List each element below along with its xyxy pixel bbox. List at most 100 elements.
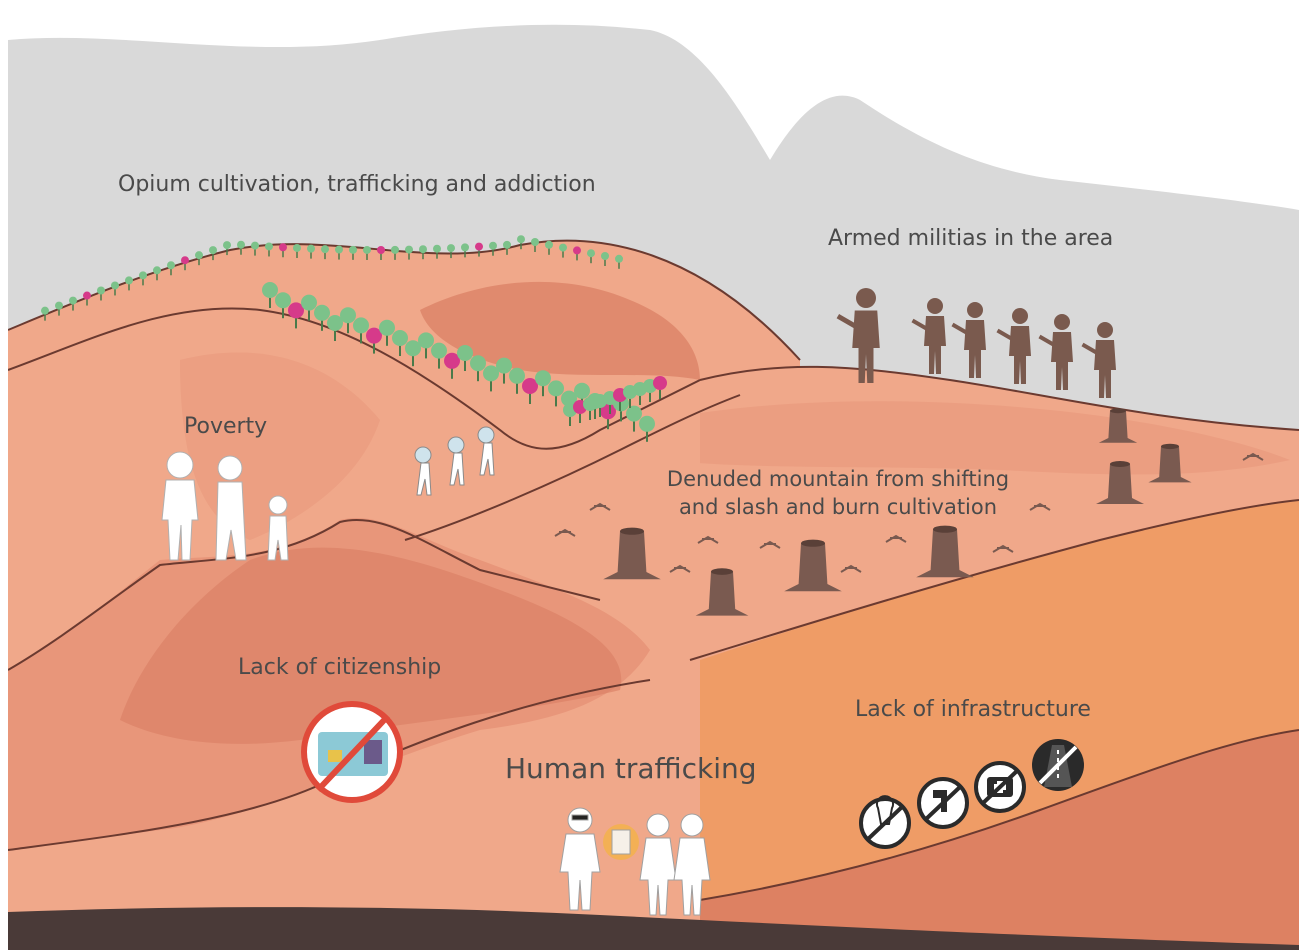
poppy-icon — [509, 367, 525, 394]
denuded-label-line2: and slash and burn cultivation — [678, 495, 998, 519]
soldier-icon — [911, 298, 946, 374]
grass-tuft — [1029, 502, 1051, 511]
trafficking-label: Human trafficking — [505, 752, 757, 785]
soldier-icon — [996, 308, 1031, 384]
militias-label: Armed militias in the area — [828, 226, 1114, 251]
poppy-icon — [444, 352, 460, 379]
poppy-icon — [363, 245, 371, 260]
poppy-icon — [470, 355, 486, 382]
tree-stump-icon — [784, 539, 842, 592]
poppy-icon — [639, 415, 655, 442]
grass-tuft — [554, 528, 576, 537]
poppy-icon — [405, 340, 421, 367]
poppy-icon — [600, 403, 616, 430]
grass-tuft — [840, 564, 862, 573]
soldier-icon — [951, 302, 986, 378]
poppy-icon — [181, 256, 189, 271]
poppy-icon — [405, 245, 413, 260]
poppy-icon — [265, 242, 273, 257]
poppy-icon — [288, 302, 304, 329]
porter-icon — [414, 426, 495, 496]
poppy-icon — [97, 286, 105, 301]
poppy-icon — [279, 243, 287, 258]
poppy-icon — [545, 240, 553, 255]
poppy-icon — [125, 276, 133, 291]
poppy-icon — [301, 294, 317, 321]
tree-stump-icon — [695, 568, 749, 616]
poppy-icon — [615, 254, 623, 269]
tree-stump-icon — [1096, 461, 1144, 504]
grass-tuft — [589, 502, 611, 511]
lower-right-hill — [700, 730, 1299, 950]
tree-stump-icon — [916, 525, 974, 578]
poppy-icon — [503, 240, 511, 255]
citizenship-label: Lack of citizenship — [238, 655, 442, 680]
opium-hill-shade — [420, 281, 700, 380]
poppy-icon — [195, 251, 203, 266]
poppy-icon — [531, 238, 539, 252]
poppy-icon — [535, 370, 551, 397]
poppy-icon — [353, 317, 369, 344]
poppy-icon — [307, 244, 315, 259]
poppy-icon — [601, 252, 609, 266]
poppy-icon — [461, 243, 469, 258]
soldier-icon — [1038, 314, 1073, 390]
no-medical-kit-icon — [974, 761, 1026, 813]
family-icon — [161, 451, 289, 561]
no-lightbulb-icon — [859, 795, 911, 849]
grass-tuft — [759, 540, 781, 549]
poppy-icon — [475, 242, 483, 257]
poppy-icon — [626, 405, 642, 432]
infrastructure-label: Lack of infrastructure — [855, 697, 1091, 722]
poppy-icon — [522, 378, 538, 404]
poppy-icon — [431, 342, 447, 369]
poppy-icon — [153, 266, 161, 281]
poppy-icon — [489, 241, 497, 256]
denuded-label: Denuded mountain from shifting and slash… — [658, 465, 1018, 521]
poppy-icon — [209, 246, 217, 261]
poppy-icon — [111, 281, 119, 296]
poppy-icon — [418, 332, 434, 359]
trafficker-icon — [559, 807, 639, 911]
poppy-icon — [314, 304, 330, 331]
poppy-icon — [83, 291, 91, 306]
poppy-icon — [587, 249, 595, 264]
grass-tuft — [1242, 452, 1264, 461]
no-water-tap-icon — [917, 777, 969, 829]
poppy-icon — [392, 330, 408, 356]
poppy-icon — [340, 307, 356, 334]
poppy-icon — [69, 296, 77, 311]
poppy-icon — [293, 243, 301, 258]
poppy-icon — [379, 319, 395, 346]
poppy-icon — [457, 345, 473, 371]
grass-tuft — [885, 534, 907, 543]
poppy-icon — [335, 245, 343, 260]
poppy-icon — [419, 245, 427, 260]
victims-icon — [639, 813, 711, 916]
poppy-icon — [653, 376, 667, 399]
poppy-icon — [251, 241, 259, 256]
tree-stump-icon — [603, 527, 661, 580]
poppy-icon — [262, 282, 278, 308]
poppy-icon — [517, 235, 525, 250]
poppy-icon — [496, 357, 512, 384]
poppy-icon — [433, 244, 441, 259]
citizenship-hill-shade — [120, 547, 622, 744]
opium-label: Opium cultivation, trafficking and addic… — [118, 172, 596, 197]
poppy-icon — [237, 240, 245, 255]
tree-stump-icon — [1148, 443, 1192, 483]
denuded-shade — [660, 401, 1290, 475]
poppy-icon — [366, 327, 382, 354]
grass-tuft — [992, 544, 1014, 553]
poppy-icon — [41, 306, 49, 321]
ground — [8, 907, 1299, 950]
poppy-icon — [349, 245, 357, 260]
denuded-label-line1: Denuded mountain from shifting — [666, 467, 1010, 491]
poppy-icon — [391, 245, 399, 260]
soldier-icon — [836, 288, 880, 383]
no-road-icon — [1032, 739, 1084, 791]
poverty-label: Poverty — [184, 414, 268, 439]
militia-group — [836, 288, 1116, 398]
